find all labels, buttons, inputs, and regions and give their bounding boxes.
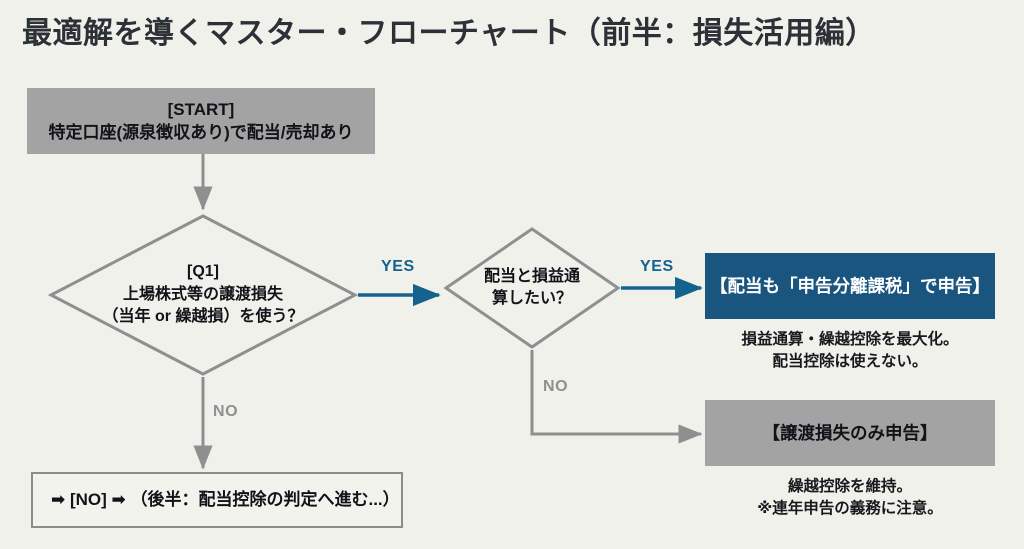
node-result-gray-label: 【譲渡損失のみ申告】 bbox=[762, 422, 938, 443]
caption-result-blue: 損益通算・繰越控除を最大化。 配当控除は使えない。 bbox=[705, 329, 995, 374]
node-q2-decision[interactable]: 配当と損益通 算したい？ bbox=[443, 226, 621, 350]
edge-label-q2-yes: YES bbox=[640, 258, 674, 275]
node-start-line2: 特定口座(源泉徴収あり)で配当/売却あり bbox=[48, 123, 354, 142]
edge-label-q1-yes: YES bbox=[381, 258, 415, 275]
caption-result-blue-line1: 損益通算・繰越控除を最大化。 bbox=[741, 331, 959, 348]
node-result-loss-only[interactable]: 【譲渡損失のみ申告】 bbox=[705, 400, 995, 466]
caption-result-gray-line2: ※連年申告の義務に注意。 bbox=[757, 500, 943, 518]
caption-result-gray-line1: 繰越控除を維持。 bbox=[787, 478, 912, 495]
page-title: 最適解を導くマスター・フローチャート（前半：損失活用編） bbox=[22, 17, 876, 50]
caption-result-gray: 繰越控除を維持。 ※連年申告の義務に注意。 bbox=[705, 476, 995, 521]
node-q1-decision[interactable]: [Q1] 上場株式等の譲渡損失 （当年 or 繰越損）を使う？ bbox=[48, 213, 358, 377]
node-result-separate-taxation[interactable]: 【配当も「申告分離課税」で申告】 bbox=[705, 253, 995, 319]
node-next-step-label: ➡ [NO] ➡ （後半：配当控除の判定へ進む...） bbox=[51, 490, 400, 510]
node-start-line1: [START] bbox=[167, 99, 235, 119]
caption-result-blue-line2: 配当控除は使えない。 bbox=[772, 353, 928, 371]
q2-diamond-shape bbox=[443, 227, 621, 349]
q1-diamond-shape bbox=[48, 214, 358, 376]
node-start[interactable]: [START] 特定口座(源泉徴収あり)で配当/売却あり bbox=[27, 88, 375, 154]
node-result-blue-label: 【配当も「申告分離課税」で申告】 bbox=[710, 275, 990, 296]
edge-label-q1-no: NO bbox=[213, 403, 239, 420]
edge-label-q2-no: NO bbox=[543, 378, 569, 395]
node-next-step-note[interactable]: ➡ [NO] ➡ （後半：配当控除の判定へ進む...） bbox=[31, 472, 403, 528]
